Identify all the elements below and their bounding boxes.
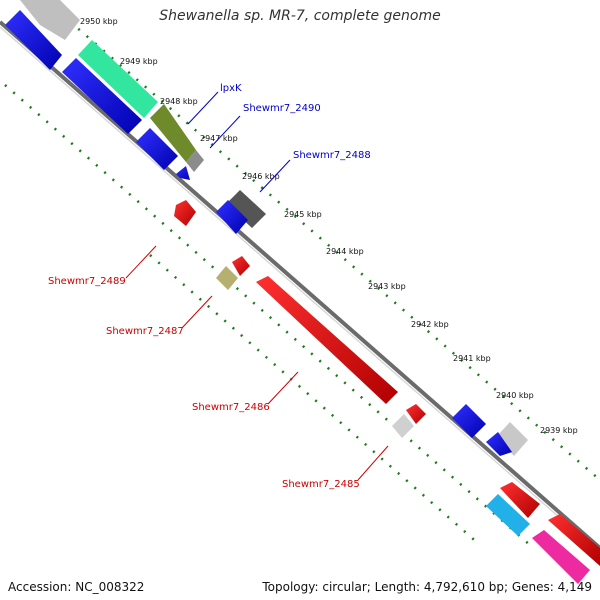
- feature-cyan: [486, 494, 530, 536]
- gene-arrow-reverse-5: [500, 482, 540, 518]
- tick-label: 2941 kbp: [453, 354, 491, 363]
- callout-line: [357, 445, 389, 481]
- tick-label: 2948 kbp: [160, 97, 198, 106]
- forward-genes: [5, 10, 512, 456]
- gene-label-shewmr7-2489: Shewmr7_2489: [48, 276, 126, 287]
- gene-label-shewmr7-2487: Shewmr7_2487: [106, 326, 184, 337]
- feature-khaki: [216, 266, 238, 290]
- callout-line: [125, 245, 157, 279]
- tick-rails: [4, 0, 600, 546]
- feature-grey-mid: [226, 190, 266, 228]
- tick-label: 2940 kbp: [496, 391, 534, 400]
- gene-arrow-forward-3: [136, 128, 178, 170]
- feature-olive: [150, 104, 196, 162]
- topology-text: Topology: circular; Length: 4,792,610 bp…: [262, 580, 592, 594]
- forward-gene-labels: lpxK Shewmr7_2490 Shewmr7_2488: [187, 83, 371, 193]
- gene-arrow-forward-6: [452, 404, 486, 438]
- tick-label: 2946 kbp: [242, 172, 280, 181]
- callout-line: [259, 159, 291, 193]
- feature-grey-small: [186, 150, 204, 172]
- reverse-features: [216, 266, 590, 584]
- callout-line: [181, 295, 213, 329]
- map-title: Shewanella sp. MR-7, complete genome: [159, 8, 441, 24]
- accession-text: Accession: NC_008322: [8, 580, 145, 594]
- feature-lightgrey: [392, 414, 414, 438]
- gene-arrow-forward-1: [5, 10, 62, 70]
- gene-label-shewmr7-2485: Shewmr7_2485: [282, 479, 360, 490]
- gene-label-shewmr7-2490: Shewmr7_2490: [243, 103, 321, 114]
- reverse-gene-labels: Shewmr7_2489 Shewmr7_2487 Shewmr7_2486 S…: [48, 245, 389, 490]
- tick-label: 2942 kbp: [411, 320, 449, 329]
- tick-label: 2943 kbp: [368, 282, 406, 291]
- kbp-tick-labels: 2950 kbp 2949 kbp 2948 kbp 2947 kbp 2946…: [80, 17, 578, 435]
- reverse-genes: [174, 200, 600, 566]
- tick-label: 2939 kbp: [540, 426, 578, 435]
- gene-arrow-forward-2: [62, 58, 142, 134]
- gene-arrow-reverse-3: [256, 276, 398, 404]
- feature-grey-right: [496, 422, 528, 456]
- feature-magenta: [532, 530, 590, 584]
- gene-arrow-forward-4: [176, 166, 190, 180]
- callout-line: [209, 115, 241, 149]
- gene-arrow-reverse-6: [548, 514, 600, 566]
- gene-arrow-reverse-2: [232, 256, 250, 276]
- gene-label-shewmr7-2486: Shewmr7_2486: [192, 402, 270, 413]
- forward-features: [20, 0, 528, 456]
- tick-label: 2949 kbp: [120, 57, 158, 66]
- callout-line: [267, 371, 299, 405]
- gene-label-lpxk: lpxK: [220, 83, 242, 94]
- tick-label: 2945 kbp: [284, 210, 322, 219]
- feature-green: [78, 40, 158, 118]
- feature-grey-top: [20, 0, 80, 40]
- tick-label: 2950 kbp: [80, 17, 118, 26]
- gene-arrow-reverse-4: [406, 404, 426, 424]
- middle-tick-rail: [4, 84, 531, 546]
- tick-label: 2944 kbp: [326, 247, 364, 256]
- genome-backbone: [0, 20, 600, 554]
- gene-arrow-forward-7: [486, 432, 512, 456]
- gene-arrow-forward-5: [216, 200, 248, 234]
- callout-line: [187, 91, 219, 125]
- outer-tick-rail: [44, 0, 600, 481]
- gene-arrow-reverse-1: [174, 200, 196, 226]
- gene-label-shewmr7-2488: Shewmr7_2488: [293, 150, 371, 161]
